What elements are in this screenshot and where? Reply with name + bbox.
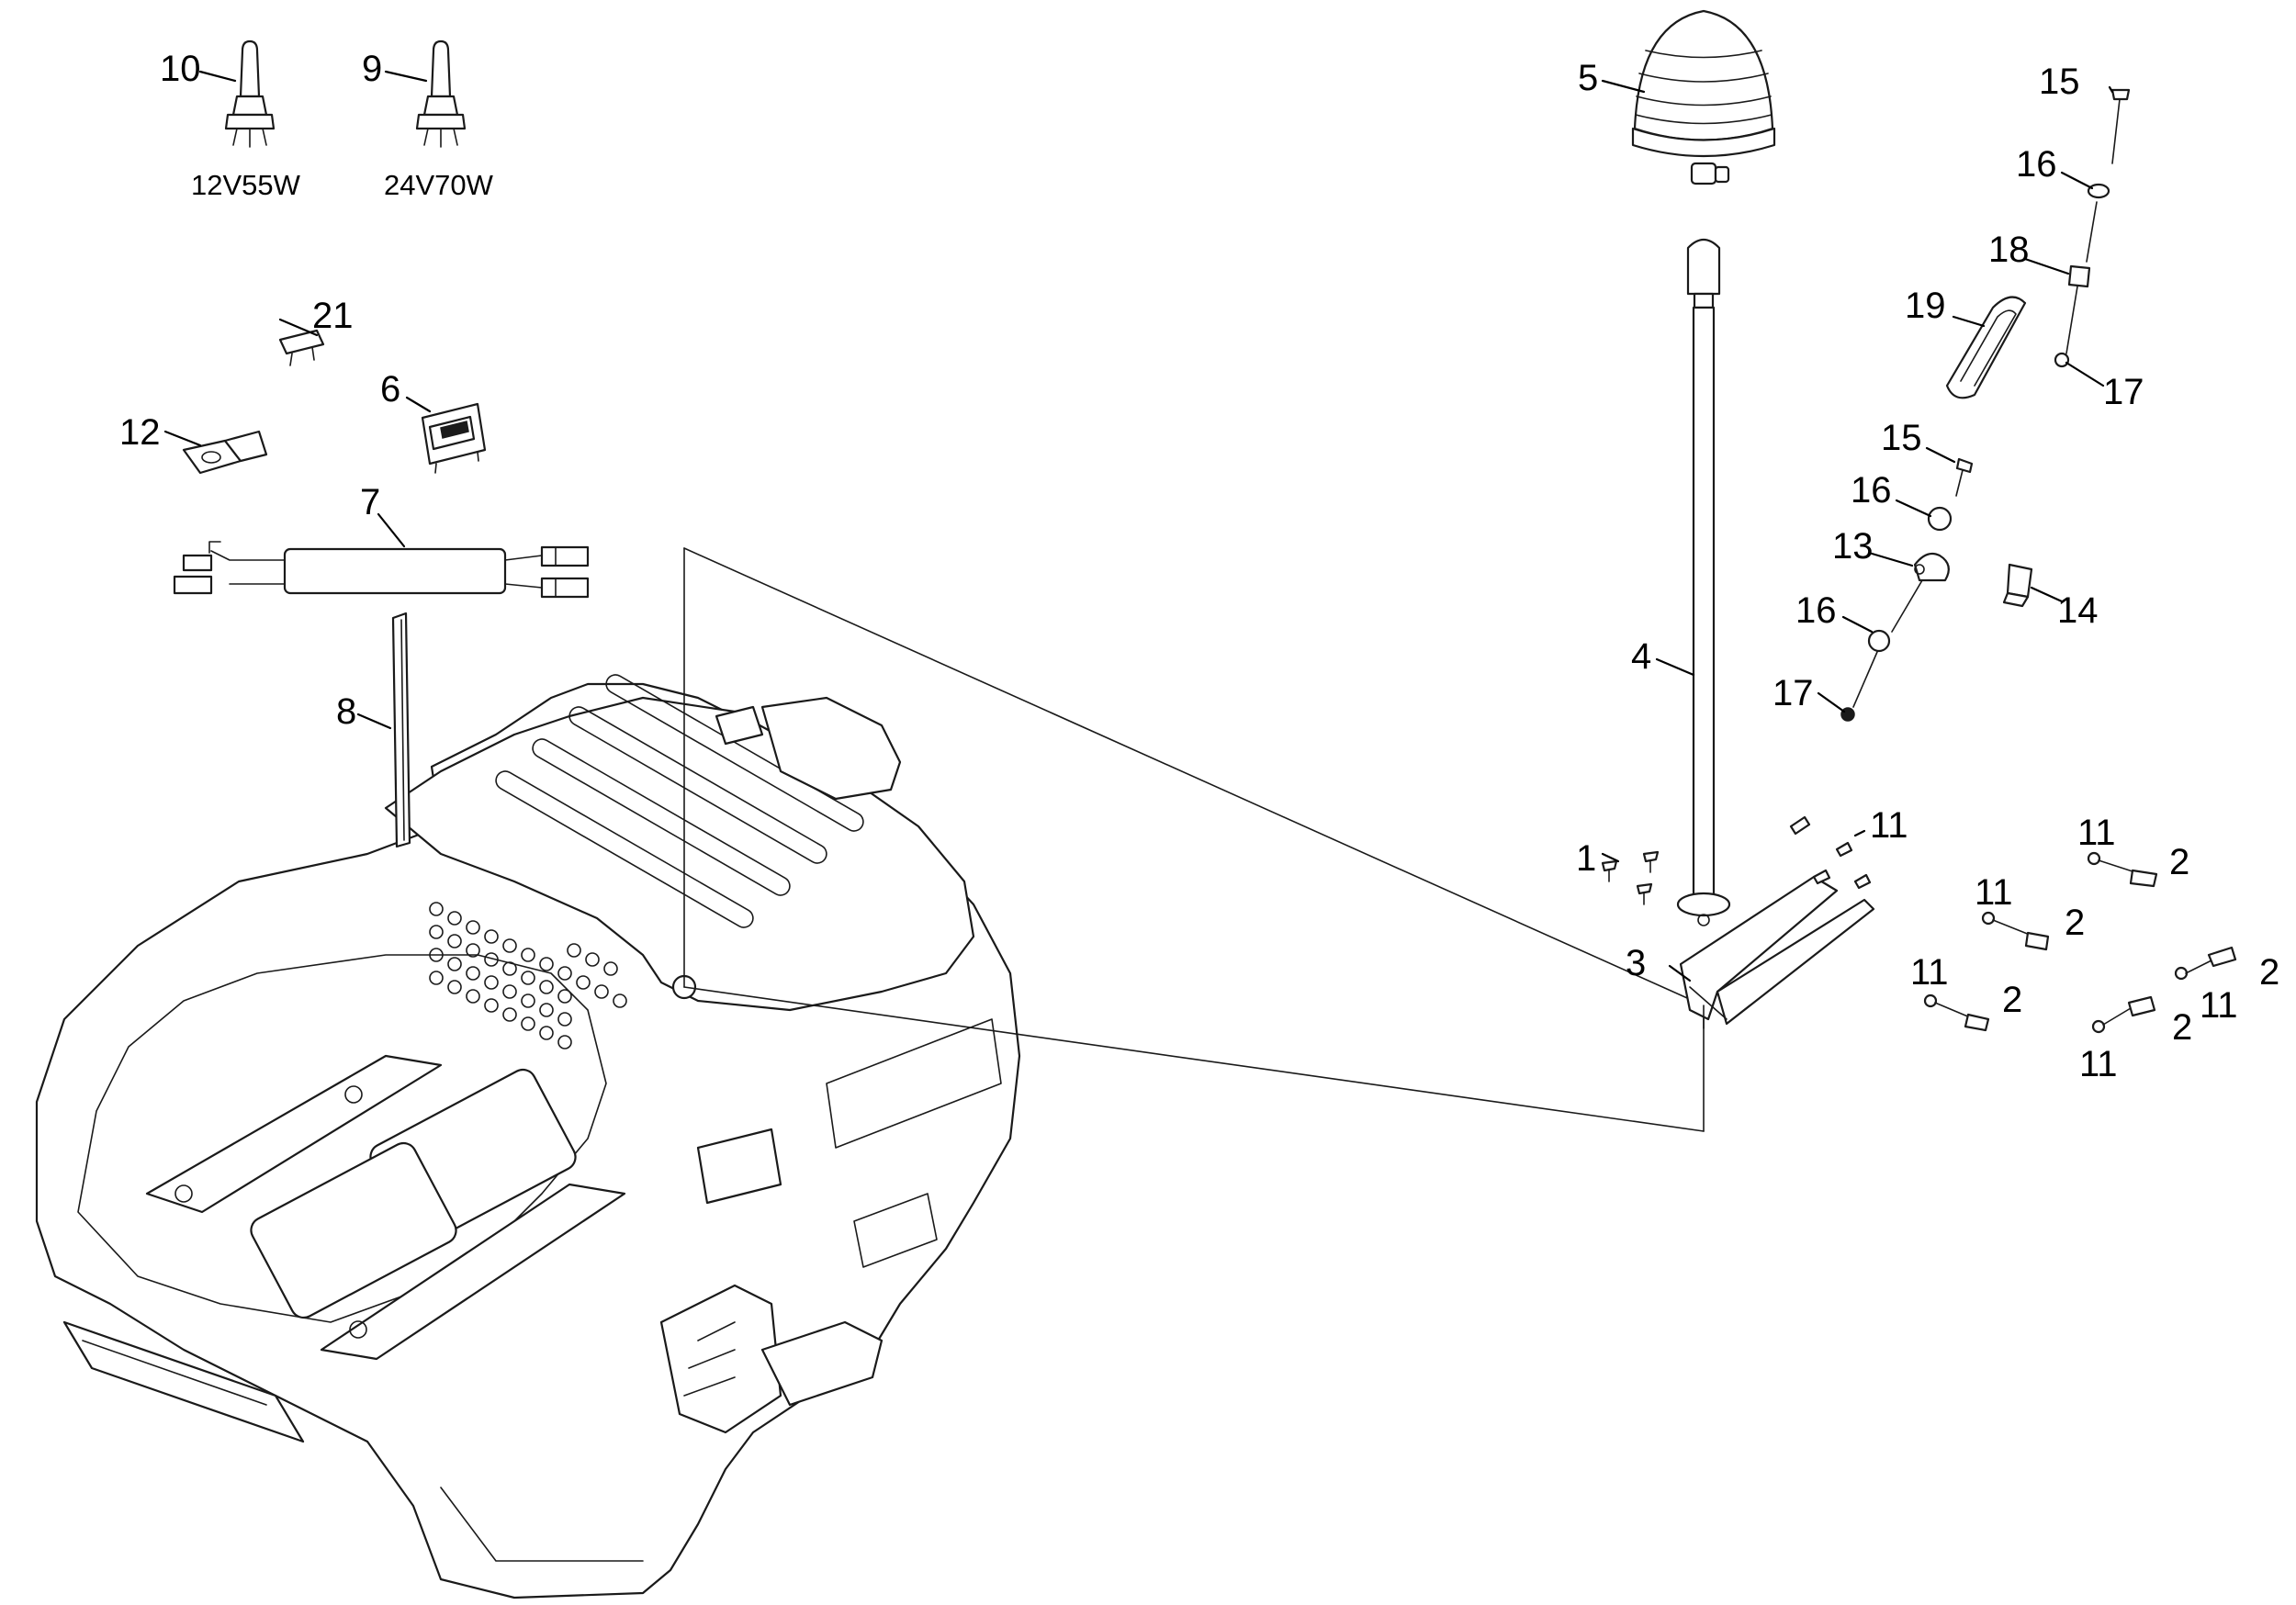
callout-7: 7 (360, 482, 380, 522)
lower-bolt-icon (1955, 457, 1974, 497)
callout-15: 15 (2039, 62, 2080, 102)
bulb-24v70w-icon (415, 39, 467, 148)
callout-2: 2 (2259, 952, 2279, 993)
fastener-pair-icon (1981, 911, 2050, 951)
rubber-strip-icon (391, 612, 411, 848)
lower-washer-icon (1927, 506, 1953, 532)
callout-16: 16 (1795, 590, 1837, 631)
callout-11: 11 (2200, 985, 2238, 1026)
bracket-screws (1789, 815, 1872, 890)
bulb-spec-24v70w: 24V70W (384, 169, 494, 201)
callout-11: 11 (1870, 805, 1908, 846)
p-clamp-icon (1891, 552, 1950, 633)
angle-bracket-icon (2002, 563, 2033, 608)
fuse-icon (278, 329, 325, 366)
callout-10: 10 (160, 49, 201, 89)
callout-14: 14 (2057, 590, 2099, 631)
callout-12: 12 (119, 412, 161, 453)
leader-lines (163, 70, 2114, 982)
callout-2: 2 (2065, 903, 2085, 943)
callout-2: 2 (2169, 842, 2189, 882)
callout-16: 16 (1851, 470, 1892, 511)
wire-harness-icon (173, 541, 590, 599)
callout-5: 5 (1578, 58, 1598, 98)
nut-icon (2054, 352, 2070, 368)
callout-19: 19 (1905, 286, 1946, 326)
callout-9: 9 (362, 49, 382, 89)
callout-16: 16 (2016, 144, 2057, 185)
callout-11: 11 (1975, 872, 2013, 913)
fastener-pair-icon (2174, 946, 2237, 981)
callout-17: 17 (2103, 372, 2144, 412)
assembly-lines (683, 547, 1705, 1132)
fastener-pair-icon (1923, 993, 1990, 1032)
callout-6: 6 (380, 369, 400, 410)
callout-13: 13 (1832, 526, 1874, 567)
callout-21: 21 (312, 296, 354, 336)
callout-17: 17 (1773, 673, 1814, 713)
callout-15: 15 (1881, 418, 1922, 458)
callout-11: 11 (2079, 1044, 2118, 1084)
fastener-pair-icon (2091, 995, 2156, 1034)
vent-grid (429, 902, 627, 1049)
callout-18: 18 (1988, 230, 2030, 270)
washer-icon (2086, 183, 2110, 263)
callout-11: 11 (1910, 952, 1949, 993)
callout-labels: 1 2 2 2 2 2 3 4 5 6 7 8 9 10 11 11 11 11… (119, 49, 2279, 1084)
callout-2: 2 (2172, 1007, 2192, 1048)
callout-1: 1 (1576, 838, 1596, 879)
callout-3: 3 (1626, 943, 1646, 983)
lower-washer-2-icon (1852, 629, 1891, 708)
spacer-icon (2065, 264, 2091, 354)
callout-8: 8 (336, 691, 356, 732)
bolt-icon (2110, 88, 2131, 164)
bulb-12v55w-icon (224, 39, 276, 148)
callout-2: 2 (2002, 980, 2022, 1020)
fastener-pair-icon (2087, 851, 2158, 888)
strap-icon (1945, 296, 2027, 399)
screw-icon (1601, 850, 1660, 905)
beacon-assembly (1631, 9, 1875, 1029)
callout-11: 11 (2077, 813, 2116, 853)
clip-bracket-icon (182, 430, 268, 475)
bulb-spec-labels: 12V55W 24V70W (191, 169, 494, 201)
bulb-spec-12v55w: 12V55W (191, 169, 301, 201)
rocker-switch-icon (421, 402, 487, 474)
mower-hood (35, 674, 1021, 1599)
callout-4: 4 (1631, 636, 1651, 677)
